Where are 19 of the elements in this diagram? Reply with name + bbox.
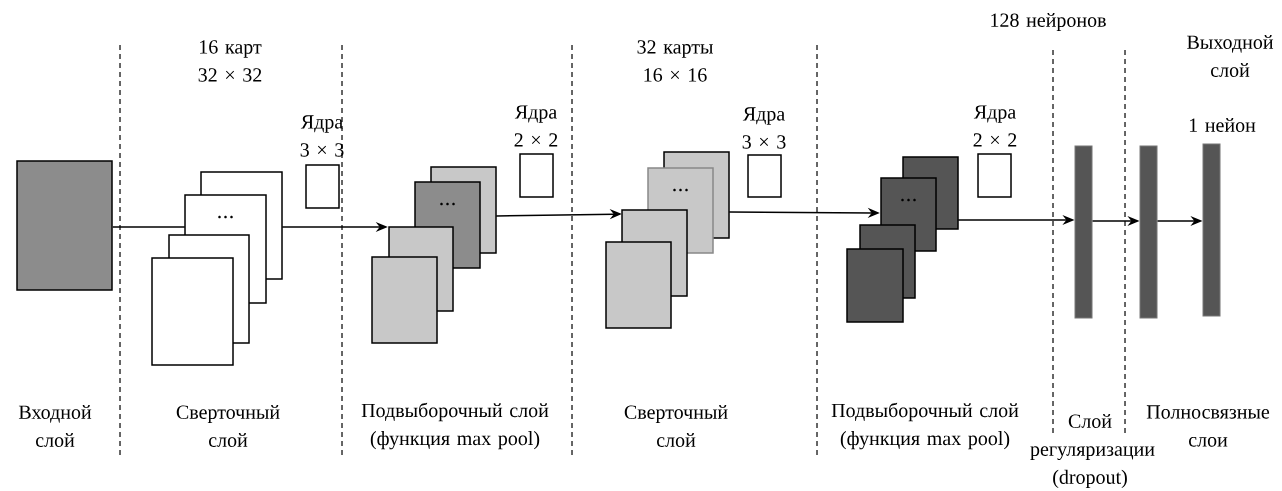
heading-text: Ядра 3 × 3 bbox=[742, 107, 786, 149]
layer-label: Сверточный слой bbox=[176, 405, 280, 447]
heading-text: Ядра 2 × 2 bbox=[973, 105, 1017, 147]
neuron-layer-bar bbox=[1074, 145, 1093, 319]
layer-label: Подвыборочный слой (функция max pool) bbox=[831, 402, 1019, 450]
layer-label: Входной слой bbox=[18, 405, 92, 447]
layer-label: Подвыборочный слой (функция max pool) bbox=[361, 402, 549, 450]
heading-text: 1 нейон bbox=[1189, 118, 1256, 132]
feature-map-stack bbox=[846, 156, 959, 323]
layer-label: Сверточный слой bbox=[624, 405, 728, 447]
neuron-layer-bar bbox=[1139, 145, 1158, 319]
layer-label: 128 нейронов bbox=[991, 13, 1106, 31]
layer-label: Выходной слой bbox=[1187, 35, 1274, 77]
heading-text: Ядра 3 × 3 bbox=[300, 115, 344, 157]
input-image-box bbox=[16, 160, 113, 291]
heading-text: 16 карт 32 × 32 bbox=[198, 40, 262, 82]
heading-text: 32 карты 16 × 16 bbox=[637, 40, 713, 82]
heading-text: Ядра 2 × 2 bbox=[514, 105, 558, 147]
feature-map-stack bbox=[371, 166, 497, 344]
